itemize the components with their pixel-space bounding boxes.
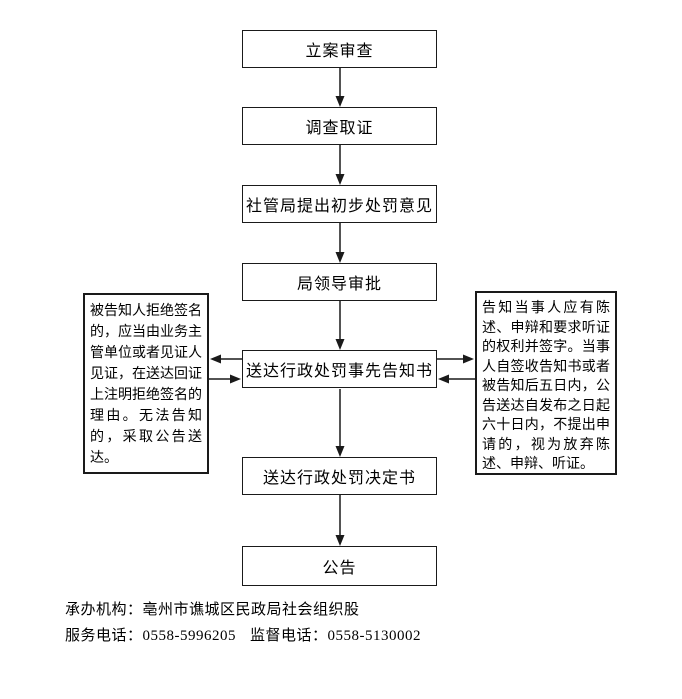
footer-organizer-line: 承办机构：亳州市谯城区民政局社会组织股 — [65, 597, 421, 623]
flow-arrow-down-2 — [335, 145, 345, 185]
flow-step-label: 局领导审批 — [296, 276, 382, 293]
organizer-label: 承办机构： — [65, 602, 143, 618]
service-phone-label: 服务电话： — [65, 628, 143, 644]
flow-step-label: 送达行政处罚决定书 — [262, 470, 416, 487]
flow-arrow-down-6 — [335, 495, 345, 546]
flow-step-label: 公告 — [322, 560, 357, 577]
supervision-phone-value: 0558-5130002 — [327, 628, 422, 644]
flow-arrow-from-left-note — [209, 374, 241, 384]
organizer-value: 亳州市谯城区民政局社会组织股 — [142, 602, 360, 618]
flow-step-public-announcement: 公告 — [242, 546, 437, 586]
flow-step-case-filing-review: 立案审查 — [242, 30, 437, 68]
footer-info: 承办机构：亳州市谯城区民政局社会组织股 服务电话：0558-5996205 监督电… — [65, 597, 421, 649]
left-note-box: 被告知人拒绝签名的，应当由业务主管单位或者见证人见证，在送达回证上注明拒绝签名的… — [83, 293, 209, 474]
flow-step-label: 立案审查 — [305, 43, 374, 60]
right-note-box: 告知当事人应有陈述、申辩和要求听证的权利并签字。当事人自签收告知书或者被告知后五… — [475, 291, 617, 475]
flow-arrow-from-right-note — [438, 374, 475, 384]
flow-arrow-down-1 — [335, 68, 345, 107]
flow-arrow-down-5 — [335, 389, 345, 457]
flow-step-label: 社管局提出初步处罚意见 — [245, 198, 433, 215]
service-phone-value: 0558-5996205 — [142, 628, 237, 644]
flow-arrow-down-3 — [335, 223, 345, 263]
flow-arrow-to-right-note — [437, 354, 474, 364]
flow-arrow-down-4 — [335, 301, 345, 350]
flow-step-label: 调查取证 — [305, 120, 374, 137]
flow-step-bureau-leader-approval: 局领导审批 — [242, 263, 437, 301]
footer-phone-line: 服务电话：0558-5996205 监督电话：0558-5130002 — [65, 623, 421, 649]
flow-step-investigation-evidence: 调查取证 — [242, 107, 437, 145]
supervision-phone-label: 监督电话： — [250, 628, 328, 644]
flow-step-label: 送达行政处罚事先告知书 — [245, 363, 433, 380]
flow-step-serve-advance-notice: 送达行政处罚事先告知书 — [242, 350, 437, 388]
flow-step-serve-penalty-decision: 送达行政处罚决定书 — [242, 457, 437, 495]
flow-step-preliminary-penalty-opinion: 社管局提出初步处罚意见 — [242, 185, 437, 223]
flow-arrow-to-left-note — [210, 354, 242, 364]
